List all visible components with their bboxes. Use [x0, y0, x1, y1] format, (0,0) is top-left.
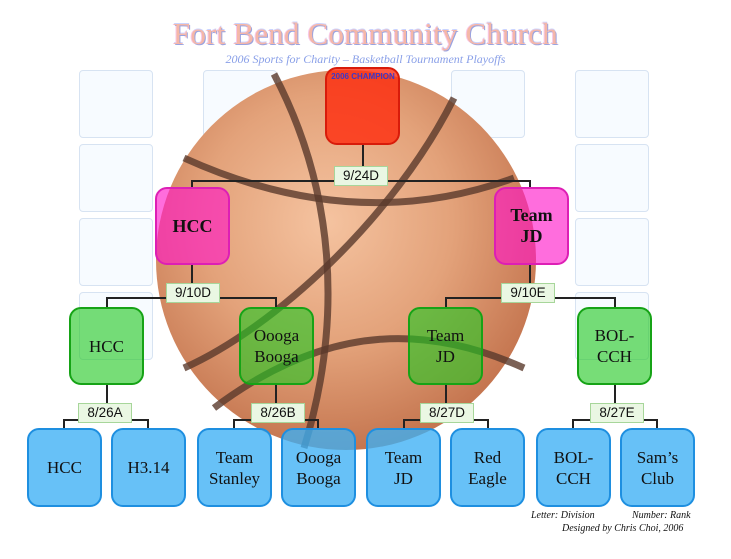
connector-line [487, 419, 489, 428]
semi-team: HCC [69, 307, 144, 385]
connector-line [147, 419, 149, 428]
team-name: Team JD [384, 447, 423, 488]
team-name: HCC [172, 215, 213, 236]
finals-date: 9/24D [334, 166, 388, 186]
page-title: Fort Bend Community Church [173, 16, 558, 51]
connector-line [614, 297, 616, 307]
connector-line [191, 265, 193, 298]
team-name: Team JD [426, 326, 465, 366]
finals-team-right: Team JD [494, 187, 569, 265]
first-round-team: Team Stanley [197, 428, 272, 507]
connector-line [445, 385, 447, 420]
finals-team-left: HCC [155, 187, 230, 265]
connector-line [529, 265, 531, 298]
team-name: H3.14 [127, 458, 170, 477]
first-round-date: 8/26A [78, 403, 132, 423]
connector-line [529, 180, 531, 188]
connector-line [403, 419, 405, 428]
legend-number: Number: Rank [632, 510, 691, 521]
connector-line [614, 385, 616, 420]
champion-label: 2006 CHAMPION [331, 72, 395, 81]
connector-line [572, 419, 574, 428]
connector-line [656, 419, 658, 428]
church-icon [79, 218, 153, 286]
connector-line [191, 180, 193, 188]
connector-line [362, 145, 364, 181]
semi-date-left: 9/10D [166, 283, 220, 303]
first-round-team: Sam’s Club [620, 428, 695, 507]
first-round-team: H3.14 [111, 428, 186, 507]
church-icon [575, 70, 649, 138]
first-round-team: Red Eagle [450, 428, 525, 507]
team-name: BOL- CCH [553, 447, 594, 488]
team-name: Team JD [510, 205, 553, 246]
church-icon [79, 70, 153, 138]
first-round-date: 8/27D [420, 403, 474, 423]
page-subtitle: 2006 Sports for Charity – Basketball Tou… [225, 52, 506, 66]
connector-line [106, 385, 108, 420]
designer-credit: Designed by Chris Choi, 2006 [562, 523, 684, 534]
semi-team: BOL- CCH [577, 307, 652, 385]
semi-team: Team JD [408, 307, 483, 385]
team-name: Sam’s Club [636, 447, 679, 488]
team-name: HCC [89, 336, 124, 356]
first-round-date: 8/26B [251, 403, 305, 423]
connector-line [275, 297, 277, 307]
team-name: Team Stanley [209, 447, 260, 488]
first-round-team: HCC [27, 428, 102, 507]
semi-team: Oooga Booga [239, 307, 314, 385]
legend-letter: Letter: Division [531, 510, 595, 521]
first-round-team: Team JD [366, 428, 441, 507]
connector-line [106, 297, 108, 307]
team-name: HCC [47, 458, 82, 477]
champion-box [325, 67, 400, 145]
team-name: Oooga Booga [295, 447, 342, 488]
team-name: BOL- CCH [594, 326, 635, 366]
connector-line [233, 419, 235, 428]
connector-line [63, 419, 65, 428]
church-icon [79, 144, 153, 212]
church-icon [575, 144, 649, 212]
connector-line [317, 419, 319, 428]
first-round-team: BOL- CCH [536, 428, 611, 507]
first-round-team: Oooga Booga [281, 428, 356, 507]
team-name: Oooga Booga [253, 326, 300, 366]
church-icon [575, 218, 649, 286]
connector-line [275, 385, 277, 420]
first-round-date: 8/27E [590, 403, 644, 423]
team-name: Red Eagle [468, 447, 507, 488]
connector-line [445, 297, 447, 307]
semi-date-right: 9/10E [501, 283, 555, 303]
